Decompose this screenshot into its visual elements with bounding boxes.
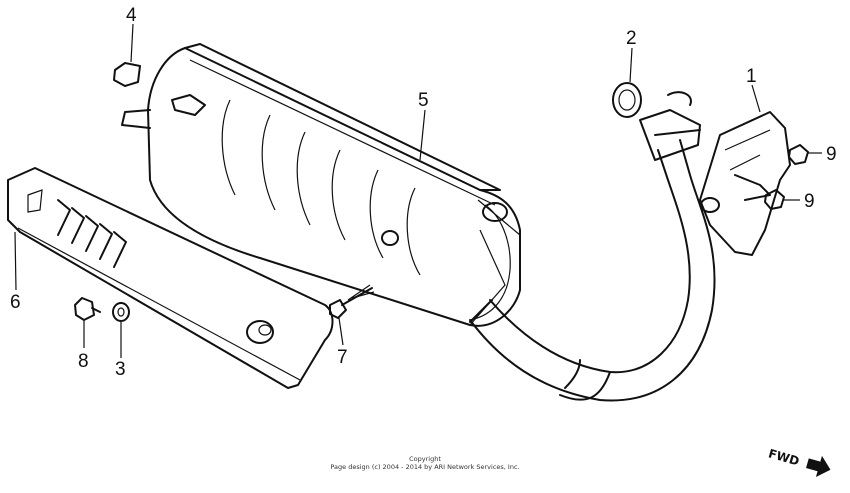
pipe-protector[interactable]	[699, 111, 791, 256]
callout-4: 4	[126, 5, 137, 26]
callout-5: 5	[418, 90, 429, 111]
callout-2: 2	[626, 28, 637, 49]
callout-6: 6	[10, 292, 21, 313]
copyright-line-2: Page design (c) 2004 - 2014 by ARI Netwo…	[330, 463, 520, 471]
flange-bolt[interactable]	[74, 297, 101, 321]
washer[interactable]	[112, 302, 130, 322]
copyright-line-1: Copyright	[409, 455, 441, 463]
forward-arrow-icon	[806, 455, 831, 478]
leader-lines	[14, 23, 822, 358]
muffler-protector[interactable]	[7, 167, 334, 389]
nut-lower[interactable]	[764, 189, 785, 210]
callout-3: 3	[115, 359, 126, 380]
callout-1: 1	[746, 66, 757, 87]
muffler-cap[interactable]	[113, 62, 141, 87]
bolt[interactable]	[329, 284, 375, 319]
callout-9-lower: 9	[804, 191, 815, 212]
copyright-notice: Copyright Page design (c) 2004 - 2014 by…	[0, 455, 850, 471]
callout-9-upper: 9	[826, 144, 837, 165]
muffler[interactable]	[121, 43, 521, 327]
nut-upper[interactable]	[788, 144, 809, 165]
gasket[interactable]	[612, 82, 642, 118]
callout-7: 7	[337, 347, 348, 368]
exhaust-pipe[interactable]	[469, 91, 716, 402]
callout-8: 8	[78, 351, 89, 372]
